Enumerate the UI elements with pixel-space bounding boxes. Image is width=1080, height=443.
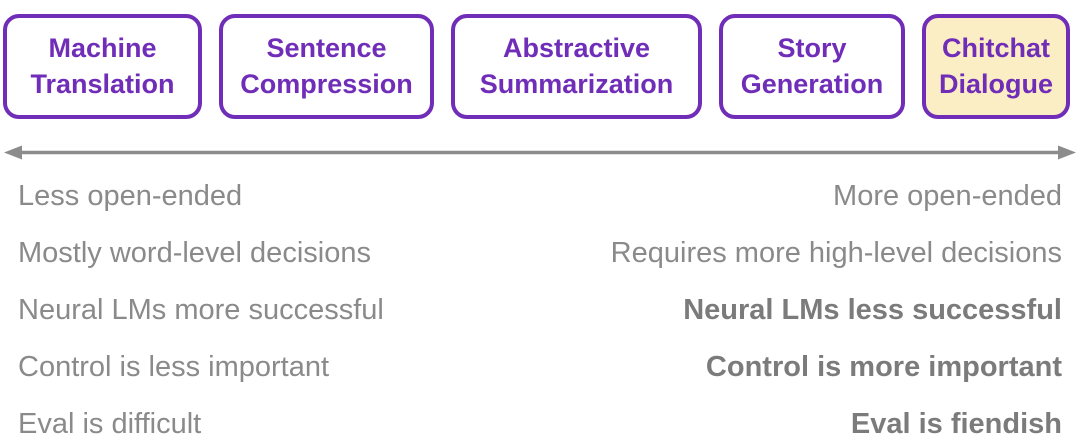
task-box-label: Sentence Compression	[240, 33, 413, 99]
comparison-row: Mostly word-level decisions Requires mor…	[18, 225, 1062, 282]
task-box-abstractive-summarization: Abstractive Summarization	[451, 14, 702, 119]
task-box-label: Story Generation	[740, 33, 884, 99]
right-property-label: More open-ended	[833, 180, 1062, 212]
task-box-sentence-compression: Sentence Compression	[219, 14, 434, 119]
right-property-label: Eval is fiendish	[850, 408, 1062, 440]
task-box-label: Machine Translation	[30, 33, 175, 99]
left-property-label: Control is less important	[18, 351, 330, 383]
task-box-label: Chitchat Dialogue	[938, 33, 1053, 99]
task-boxes-row: Machine Translation Sentence Compression…	[3, 14, 1077, 119]
task-box-chitchat-dialogue: Chitchat Dialogue	[922, 14, 1070, 119]
comparison-row: Eval is difficult Eval is fiendish	[18, 396, 1062, 443]
left-property-label: Neural LMs more successful	[18, 294, 384, 326]
comparison-row: Less open-ended More open-ended	[18, 168, 1062, 225]
right-property-label: Neural LMs less successful	[683, 294, 1062, 326]
right-property-label: Requires more high-level decisions	[610, 237, 1062, 269]
task-box-label: Abstractive Summarization	[479, 33, 674, 99]
comparison-row: Control is less important Control is mor…	[18, 339, 1062, 396]
comparison-rows: Less open-ended More open-ended Mostly w…	[18, 168, 1062, 443]
left-property-label: Eval is difficult	[18, 408, 202, 440]
right-property-label: Control is more important	[705, 351, 1062, 383]
spectrum-double-arrow-icon	[4, 145, 1076, 160]
task-box-machine-translation: Machine Translation	[3, 14, 202, 119]
left-property-label: Mostly word-level decisions	[18, 237, 371, 269]
left-property-label: Less open-ended	[18, 180, 243, 212]
task-box-story-generation: Story Generation	[719, 14, 905, 119]
comparison-row: Neural LMs more successful Neural LMs le…	[18, 282, 1062, 339]
